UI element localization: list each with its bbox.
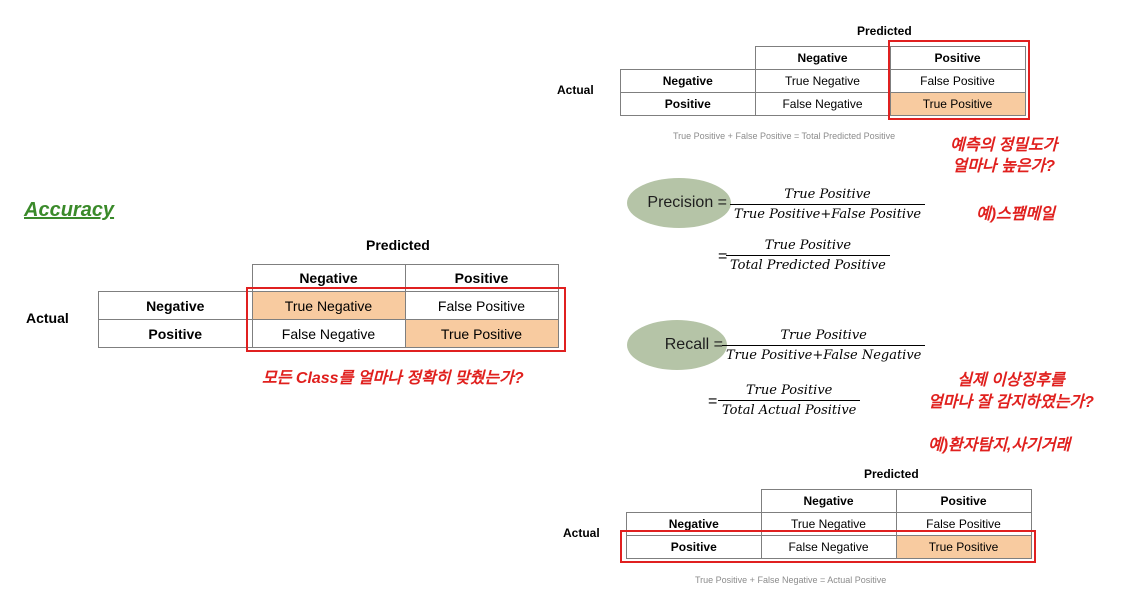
cell-false-positive: False Positive <box>889 69 1026 93</box>
precision-equals-2: = <box>718 248 728 265</box>
row-header-positive: Positive <box>98 319 253 348</box>
row-header-positive: Positive <box>620 92 756 116</box>
row-header-positive: Positive <box>626 535 762 559</box>
cell-true-negative: True Negative <box>760 512 897 536</box>
accuracy-highlight-box <box>246 287 566 352</box>
cell-false-negative: False Negative <box>251 319 406 348</box>
cell-false-positive: False Positive <box>404 291 559 320</box>
row-header-negative: Negative <box>620 69 756 93</box>
precision-note: 예측의 정밀도가 얼마나 높은가? <box>950 135 1058 177</box>
recall-actual-label: Actual <box>563 526 600 540</box>
recall-caption: True Positive + False Negative = Actual … <box>695 575 887 585</box>
cell-true-positive: True Positive <box>895 535 1032 559</box>
recall-example: 예)환자탐지,사기거래 <box>928 437 1071 454</box>
recall-denominator-2: Total Actual Positive <box>718 400 861 418</box>
cell-false-negative: False Negative <box>760 535 897 559</box>
precision-example: 예)스팸메일 <box>976 206 1055 223</box>
accuracy-actual-label: Actual <box>26 310 69 326</box>
col-header-negative: Negative <box>754 46 891 70</box>
precision-note-line1: 예측의 정밀도가 <box>950 137 1058 154</box>
recall-note: 실제 이상징후를 얼마나 잘 감지하였는가? <box>906 370 1116 414</box>
cell-true-positive: True Positive <box>889 92 1026 116</box>
cell-true-negative: True Negative <box>754 69 891 93</box>
recall-numerator-1: True Positive <box>780 328 867 343</box>
cell-false-negative: False Negative <box>754 92 891 116</box>
precision-note-line2: 얼마나 높은가? <box>952 158 1056 175</box>
precision-caption: True Positive + False Positive = Total P… <box>673 131 896 141</box>
precision-highlight-box <box>888 40 1030 120</box>
cell-false-positive: False Positive <box>895 512 1032 536</box>
recall-denominator-1: True Positive+False Negative <box>722 345 926 363</box>
col-header-negative: Negative <box>760 489 897 513</box>
cell-true-positive: True Positive <box>404 319 559 348</box>
recall-equals-2: = <box>708 393 718 410</box>
recall-note-line2: 얼마나 잘 감지하였는가? <box>928 394 1094 411</box>
recall-note-line1: 실제 이상징후를 <box>957 372 1065 389</box>
accuracy-confusion-matrix: Negative Positive Negative True Negative… <box>98 264 559 348</box>
recall-label-ellipse: Recall = <box>627 320 727 370</box>
accuracy-title: Accuracy <box>24 199 115 221</box>
row-header-negative: Negative <box>626 512 762 536</box>
col-header-positive: Positive <box>889 46 1026 70</box>
accuracy-note: 모든 Class를 얼마나 정확히 맞췄는가? <box>262 370 524 387</box>
recall-fraction-1: True Positive True Positive+False Negati… <box>722 328 926 363</box>
precision-fraction-2: True Positive Total Predicted Positive <box>726 238 890 273</box>
recall-confusion-matrix: Negative Positive Negative True Negative… <box>626 489 1032 559</box>
precision-fraction-1: True Positive True Positive+False Positi… <box>730 187 926 222</box>
recall-highlight-box <box>620 530 1036 563</box>
recall-predicted-label: Predicted <box>864 467 919 481</box>
precision-predicted-label: Predicted <box>857 24 912 38</box>
precision-actual-label: Actual <box>557 83 594 97</box>
row-header-negative: Negative <box>98 291 253 320</box>
precision-denominator-2: Total Predicted Positive <box>726 255 890 273</box>
precision-label-ellipse: Precision = <box>627 178 731 228</box>
recall-fraction-2: True Positive Total Actual Positive <box>718 383 861 418</box>
accuracy-predicted-label: Predicted <box>366 237 430 253</box>
recall-numerator-2: True Positive <box>745 383 833 398</box>
col-header-positive: Positive <box>895 489 1032 513</box>
precision-numerator-2: True Positive <box>764 238 852 253</box>
precision-confusion-matrix: Negative Positive Negative True Negative… <box>620 46 1026 116</box>
precision-denominator-1: True Positive+False Positive <box>730 204 926 222</box>
precision-numerator-1: True Positive <box>784 187 871 202</box>
